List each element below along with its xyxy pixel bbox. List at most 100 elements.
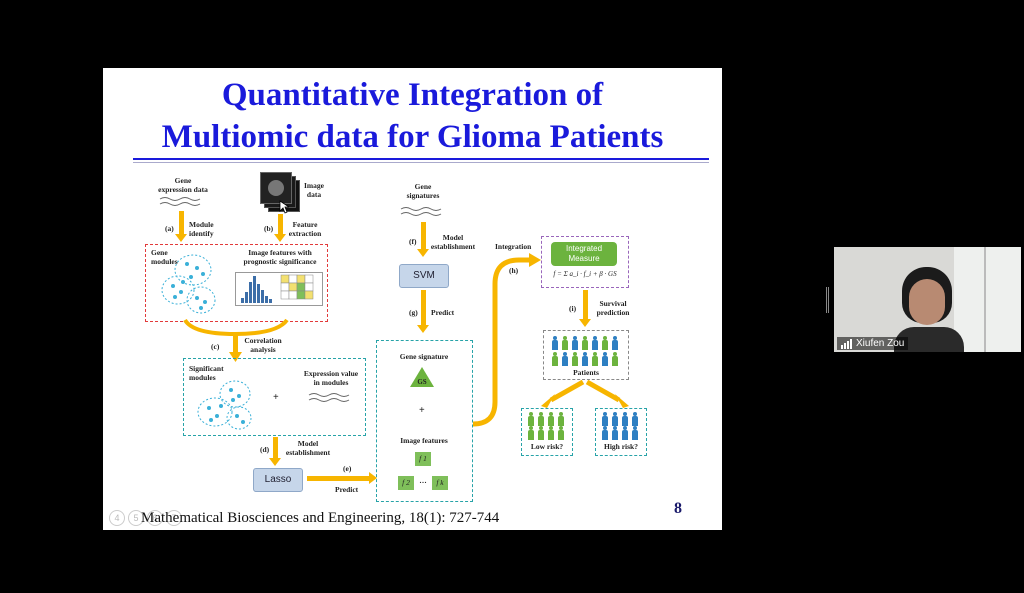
patient-person-icon <box>557 412 565 426</box>
plus-sign-1: + <box>273 392 279 403</box>
patient-person-icon <box>591 352 599 366</box>
plus-sign-2: + <box>419 405 425 416</box>
feature-f2-box: f 2 <box>398 476 414 490</box>
mouse-cursor-icon <box>279 200 289 214</box>
wave-icon-3 <box>400 207 442 216</box>
feature-extraction-label: Feature extraction <box>288 220 322 238</box>
participant-name-tag: Xiufen Zou <box>837 337 909 350</box>
slide-nav-button[interactable]: 7 <box>166 510 182 526</box>
gene-image-features-box <box>145 244 328 322</box>
slide-nav-button[interactable]: 6 <box>147 510 163 526</box>
patient-person-icon <box>601 426 609 440</box>
arrow-e <box>307 476 371 481</box>
patients-icon-grid <box>551 336 623 370</box>
arrow-d <box>273 437 278 459</box>
patients-label: Patients <box>573 368 599 377</box>
signal-strength-icon <box>841 338 853 349</box>
step-b-label: (b) <box>264 224 274 233</box>
patient-person-icon <box>621 426 629 440</box>
arrow-b <box>278 214 283 235</box>
gene-modules-clusters <box>161 254 216 314</box>
patient-person-icon <box>581 352 589 366</box>
arrow-a <box>179 211 184 235</box>
patient-person-icon <box>527 412 535 426</box>
integrated-measure-box <box>541 236 629 288</box>
mri-image-stack-icon <box>260 172 300 212</box>
significant-modules-label: Significant modules <box>189 364 224 382</box>
integration-label: Integration <box>495 242 532 251</box>
slide-nav-buttons: 4 5 6 7 <box>109 510 182 526</box>
integrated-measure-pill: Integrated Measure <box>551 242 617 266</box>
arrow-f-head <box>417 249 429 257</box>
patient-person-icon <box>581 336 589 350</box>
patient-person-icon <box>571 336 579 350</box>
patient-person-icon <box>561 352 569 366</box>
slide-title-line1: Quantitative Integration of <box>221 77 604 113</box>
step-f-label: (f) <box>409 237 417 246</box>
patient-person-icon <box>551 336 559 350</box>
wave-icon <box>159 197 201 206</box>
arrow-g-head <box>417 325 429 333</box>
patient-person-icon <box>611 336 619 350</box>
slide-nav-button[interactable]: 5 <box>128 510 144 526</box>
participant-video-tile[interactable]: Xiufen Zou <box>834 247 1021 352</box>
low-risk-box <box>521 408 573 456</box>
arrow-e-head <box>369 472 377 484</box>
image-data-label: Image data <box>304 181 324 199</box>
window-frame-line <box>984 247 986 352</box>
low-risk-icon-grid <box>527 412 569 442</box>
gene-signature-label: Gene signature <box>399 352 449 361</box>
arrow-b-head <box>274 234 286 242</box>
citation-footer: Mathematical Biosciences and Engineering… <box>141 510 500 526</box>
slide-nav-button[interactable]: 4 <box>109 510 125 526</box>
feature-f1-box: f 1 <box>415 452 431 466</box>
title-underline-shadow <box>133 162 709 163</box>
low-risk-label: Low risk? <box>530 442 564 451</box>
model-establishment-d-label: Model establishment <box>285 439 331 457</box>
step-g-label: (g) <box>409 308 418 317</box>
arrow-i-head <box>579 319 591 327</box>
gene-signatures-label: Gene signatures <box>406 182 440 200</box>
patient-person-icon <box>561 336 569 350</box>
step-a-label: (a) <box>165 224 174 233</box>
patient-person-icon <box>631 426 639 440</box>
participant-name: Xiufen Zou <box>856 338 905 349</box>
gene-modules-label: Gene modules <box>151 248 178 266</box>
arrow-d-head <box>269 458 281 466</box>
image-features-prognostic-label: Image features with prognostic significa… <box>243 248 317 266</box>
module-identify-label: Module identify <box>189 220 214 238</box>
expression-value-label: Expression value in modules <box>303 369 359 387</box>
predict-e-label: Predict <box>335 485 359 494</box>
patient-person-icon <box>591 336 599 350</box>
patient-person-icon <box>571 352 579 366</box>
step-h-label: (h) <box>509 266 519 275</box>
arrow-g <box>421 290 426 326</box>
lasso-box: Lasso <box>253 468 303 492</box>
patient-person-icon <box>631 412 639 426</box>
step-c-label: (c) <box>211 342 220 351</box>
image-features-label: Image features <box>400 436 448 445</box>
gs-triangle-icon <box>410 367 434 387</box>
arrow-a-head <box>175 234 187 242</box>
arrow-f <box>421 222 426 250</box>
step-d-label: (d) <box>260 445 270 454</box>
significant-modules-box <box>183 358 366 436</box>
patient-person-icon <box>601 352 609 366</box>
step-e-label: (e) <box>343 464 352 473</box>
slide-page-number: 8 <box>674 500 682 517</box>
patient-person-icon <box>537 426 545 440</box>
step-i-label: (i) <box>569 304 577 313</box>
patients-box <box>543 330 629 380</box>
high-risk-label: High risk? <box>604 442 638 451</box>
patient-person-icon <box>537 412 545 426</box>
svm-box: SVM <box>399 264 449 288</box>
patient-person-icon <box>621 412 629 426</box>
patient-person-icon <box>611 352 619 366</box>
integration-arrow <box>472 253 541 427</box>
predict-g-label: Predict <box>431 308 455 317</box>
wave-icon-2 <box>308 393 350 402</box>
panel-resize-handle[interactable] <box>826 287 830 313</box>
model-establishment-f-label: Model establishment <box>430 233 476 251</box>
high-risk-box <box>595 408 647 456</box>
patient-person-icon <box>547 426 555 440</box>
